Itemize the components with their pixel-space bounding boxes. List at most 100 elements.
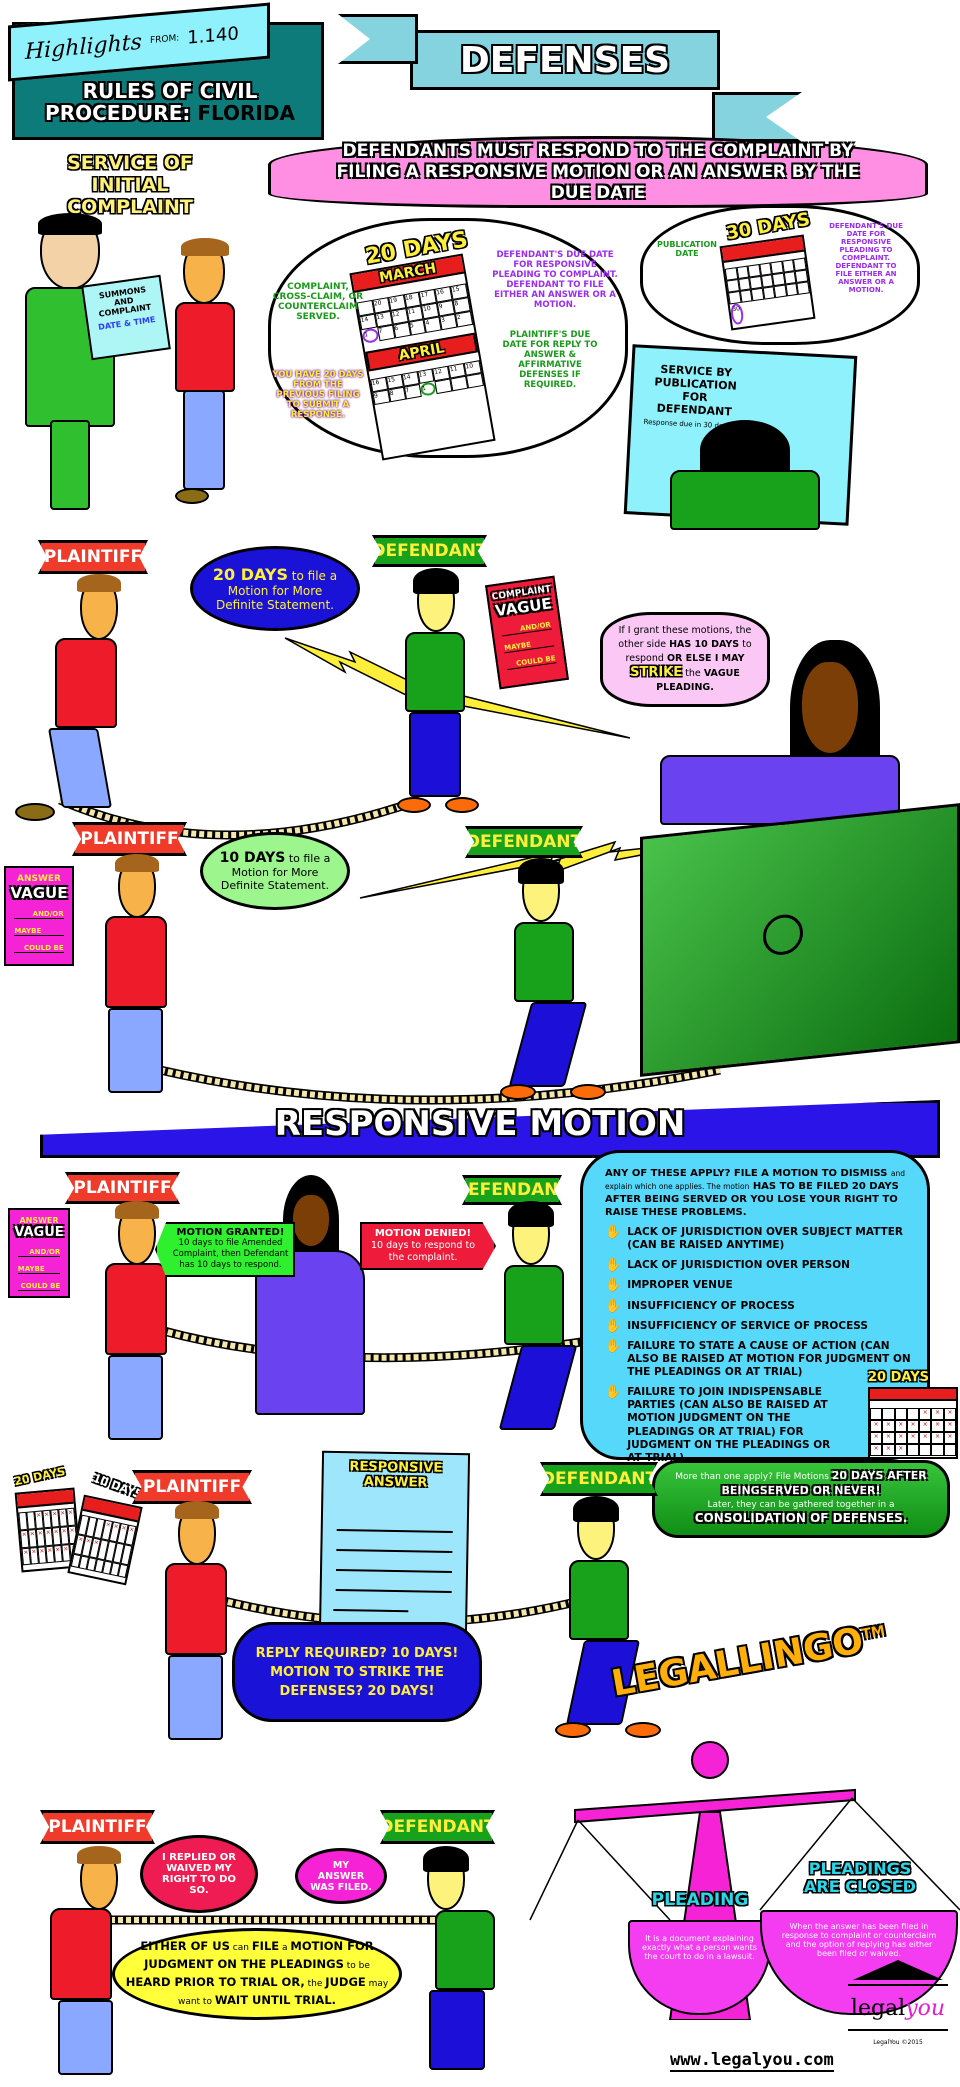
list-item: ✋LACK OF JURISDICTION OVER SUBJECT MATTE…: [605, 1225, 903, 1252]
plaintiff-label: PLAINTIFF: [132, 1470, 252, 1504]
bubble-text: to file a Motion for More Definite State…: [216, 569, 338, 612]
safe-dial-icon: [763, 912, 803, 957]
consol-1: More than one apply? File Motions: [675, 1472, 829, 1482]
defendant-speech-bubble: MY ANSWER WAS FILED.: [295, 1848, 387, 1904]
judge-speech-bubble: If I grant these motions, the other side…: [600, 612, 770, 707]
logo-you: you: [905, 1996, 946, 2021]
doc-line: COULD BE: [17, 1282, 61, 1291]
website-url[interactable]: www.legalyou.com: [670, 2050, 834, 2072]
doc-title: RESPONSIVE ANSWER: [349, 1459, 443, 1491]
defendant-label: DEFENDANT: [372, 535, 487, 567]
intro-2: and explain which one applies. The motio…: [605, 1169, 905, 1191]
defendant-label: DEFENDANT: [380, 1810, 495, 1844]
pleadings-closed-term: PLEADINGS ARE CLOSED: [804, 1859, 916, 1896]
doc-line: COULD BE: [506, 654, 557, 671]
defendant-figure: [555, 1496, 665, 1740]
served-note: COMPLAINT, CROSS-CLAIM, OR COUNTERCLAIM …: [272, 282, 364, 322]
consol-2: 20 DAYS AFTER BEINGSERVED OR NEVER!: [721, 1469, 927, 1497]
plaintiff-figure: [90, 1201, 190, 1445]
judge-figure: [235, 1175, 385, 1415]
denied-text: 10 days to respond to the complaint.: [370, 1240, 476, 1263]
doc-word: VAGUE: [14, 1225, 64, 1240]
complaint-vague-document: COMPLAINT VAGUE AND/OR MAYBE COULD BE: [485, 575, 569, 690]
lightning-bolt-icon: [284, 637, 631, 739]
granted-text: 10 days to file Amended Complaint, then …: [172, 1238, 289, 1270]
motion-granted-sign: MOTION GRANTED! 10 days to file Amended …: [155, 1222, 295, 1277]
defendant-figure: [405, 1846, 505, 2080]
logo-legal: legal: [850, 1996, 906, 2021]
consol-3: Later, they can be gathered together in …: [707, 1500, 895, 1510]
raised-hand-icon: ✋: [605, 1258, 622, 1274]
plaintiff-label: PLAINTIFF: [40, 1810, 155, 1844]
plaintiff-figure: [15, 574, 135, 821]
doc-line: AND/OR: [17, 1248, 61, 1257]
reader-figure: [670, 420, 820, 530]
pleadings-closed-definition: When the answer has been filed in respon…: [781, 1922, 937, 1958]
due-date-banner: DEFENDANTS MUST RESPOND TO THE COMPLAINT…: [268, 136, 928, 208]
list-item: ✋FAILURE TO STATE A CAUSE OF ACTION (CAN…: [605, 1338, 911, 1378]
plaintiff-label: PLAINTIFF: [72, 822, 187, 856]
defenses-list: ✋LACK OF JURISDICTION OVER SUBJECT MATTE…: [605, 1226, 911, 1465]
answer-vague-document: ANSWER VAGUE AND/OR MAYBE COULD BE: [8, 1208, 70, 1298]
defendant-figure: [500, 858, 610, 1100]
reply-required-bubble: REPLY REQUIRED? 10 DAYS! MOTION TO STRIK…: [232, 1622, 482, 1722]
defendant-figure: [395, 568, 485, 813]
bubble-text: MY ANSWER WAS FILED.: [310, 1859, 372, 1893]
plaintiff-label: PLAINTIFF: [38, 540, 148, 574]
plaintiff-speech-bubble: I REPLIED OR WAIVED MY RIGHT TO DO SO.: [140, 1835, 258, 1913]
doc-line: COULD BE: [14, 944, 64, 953]
service-title: SERVICE OF INITIAL COMPLAINT: [67, 152, 193, 218]
raised-hand-icon: ✋: [605, 1385, 622, 1401]
judgment-pleadings-bubble: EITHER OF US can FILE a MOTION FOR JUDGM…: [112, 1928, 402, 2020]
doc-line: MAYBE: [17, 1265, 61, 1274]
defendant-due-note: DEFENDANT'S DUE DATE FOR RESPONSIVE PLEA…: [492, 250, 618, 310]
list-item: ✋INSUFFICIENCY OF PROCESS: [605, 1298, 795, 1314]
defendant-figure: [490, 1201, 590, 1445]
defendant-label: DEFENDANT: [540, 1462, 658, 1496]
speech-bubble-10-days: 10 DAYS to file a Motion for More Defini…: [200, 832, 350, 910]
pleading-term: PLEADING: [651, 1890, 749, 1910]
raised-hand-icon: ✋: [605, 1338, 622, 1354]
raised-hand-icon: ✋: [605, 1278, 622, 1294]
intro-3: HAS TO BE FILED 20 DAYS AFTER BEING SERV…: [605, 1181, 899, 1218]
denied-title: MOTION DENIED!: [374, 1228, 472, 1239]
subtitle-line1: RULES OF CIVIL: [82, 79, 258, 103]
defendant-label: DEFENDANT: [462, 1175, 562, 1205]
ribbon-tail-left: [338, 14, 418, 64]
page-title: DEFENSES: [459, 39, 671, 81]
granted-title: MOTION GRANTED!: [176, 1227, 285, 1238]
judge-figure: [650, 640, 900, 825]
cal-20-days-label: 20 DAYS: [868, 1370, 930, 1385]
list-item: ✋LACK OF JURISDICTION OVER PERSON: [605, 1258, 850, 1274]
legalyou-logo: legalyou LegalYou ©2015: [848, 1960, 948, 2080]
roof-icon: [853, 1960, 943, 1980]
banner-text: DEFENDANTS MUST RESPOND TO THE COMPLAINT…: [336, 140, 860, 203]
doc-title: ANSWER: [19, 1216, 59, 1225]
green-safe-box: [640, 803, 960, 1077]
raised-hand-icon: ✋: [605, 1318, 622, 1334]
answer-vague-document: ANSWER VAGUE AND/OR MAYBE COULD BE: [4, 866, 74, 966]
bubble-text: I REPLIED OR WAIVED MY RIGHT TO DO SO.: [162, 1852, 236, 1896]
subtitle-line2: PROCEDURE:: [45, 101, 191, 125]
doc-line: MAYBE: [14, 927, 64, 936]
subtitle: RULES OF CIVIL PROCEDURE: FLORIDA: [40, 80, 300, 124]
plaintiff-figure: [40, 1846, 140, 2080]
rope-scene2: [158, 1065, 721, 1105]
tm-mark: TM: [860, 1623, 887, 1643]
list-item: ✋FAILURE TO JOIN INDISPENSABLE PARTIES (…: [605, 1385, 831, 1464]
plaintiff-label: PLAINTIFF: [65, 1172, 180, 1204]
list-item: ✋INSUFFICIENCY OF SERVICE OF PROCESS: [605, 1318, 868, 1334]
speech-bubble-20-days: 20 DAYS to file a Motion for More Defini…: [190, 546, 360, 631]
consolidation-bubble: More than one apply? File Motions 20 DAY…: [652, 1460, 950, 1538]
you-have-note: YOU HAVE 20 DAYS FROM THE PREVIOUS FILIN…: [272, 370, 364, 420]
plaintiff-figure: [90, 854, 190, 1093]
bubble-text: to file a Motion for More Definite State…: [220, 852, 331, 892]
doc-line: MAYBE: [503, 637, 554, 654]
bubble-bold: 10 DAYS: [219, 850, 286, 866]
defendant-due-30-note: DEFENDANT'S DUE DATE FOR RESPONSIVE PLEA…: [829, 222, 903, 294]
defendant-label: DEFENDANT: [465, 826, 583, 858]
plaintiff-receiving-figure: [165, 238, 245, 512]
publication-date-note: PUBLICATION DATE: [657, 240, 717, 258]
section-title: RESPONSIVE MOTION: [274, 1104, 686, 1144]
intro-1: ANY OF THESE APPLY? FILE A MOTION TO DIS…: [605, 1168, 888, 1179]
